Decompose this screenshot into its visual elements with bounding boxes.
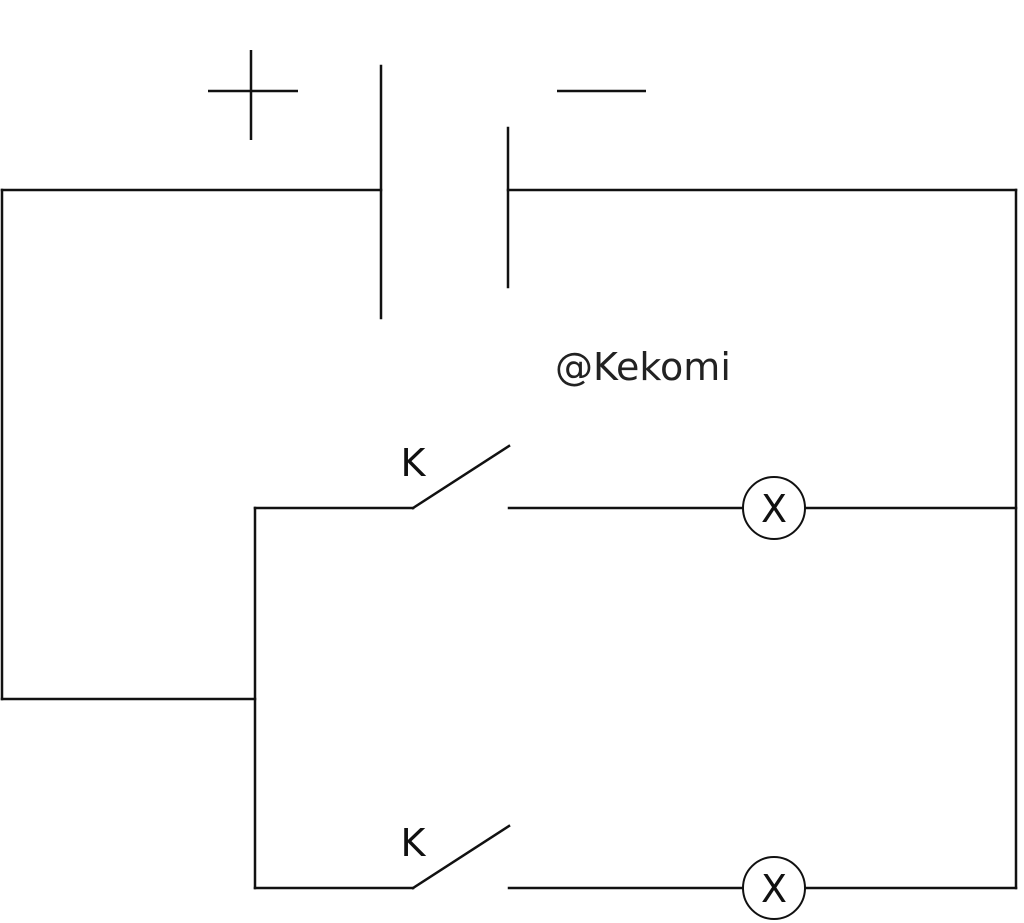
switch-bottom-label: K [401, 821, 427, 865]
lamp-top: X [742, 476, 806, 540]
watermark-text: @Kekomi [555, 345, 731, 389]
positive-terminal-sign [208, 50, 298, 140]
lamp-bottom-symbol: X [761, 867, 787, 911]
lamp-bottom: X [742, 856, 806, 920]
switch-top-blade [411, 444, 511, 510]
switch-bottom-blade [411, 824, 511, 890]
lamp-top-symbol: X [761, 487, 787, 531]
switch-top-label: K [401, 441, 427, 485]
